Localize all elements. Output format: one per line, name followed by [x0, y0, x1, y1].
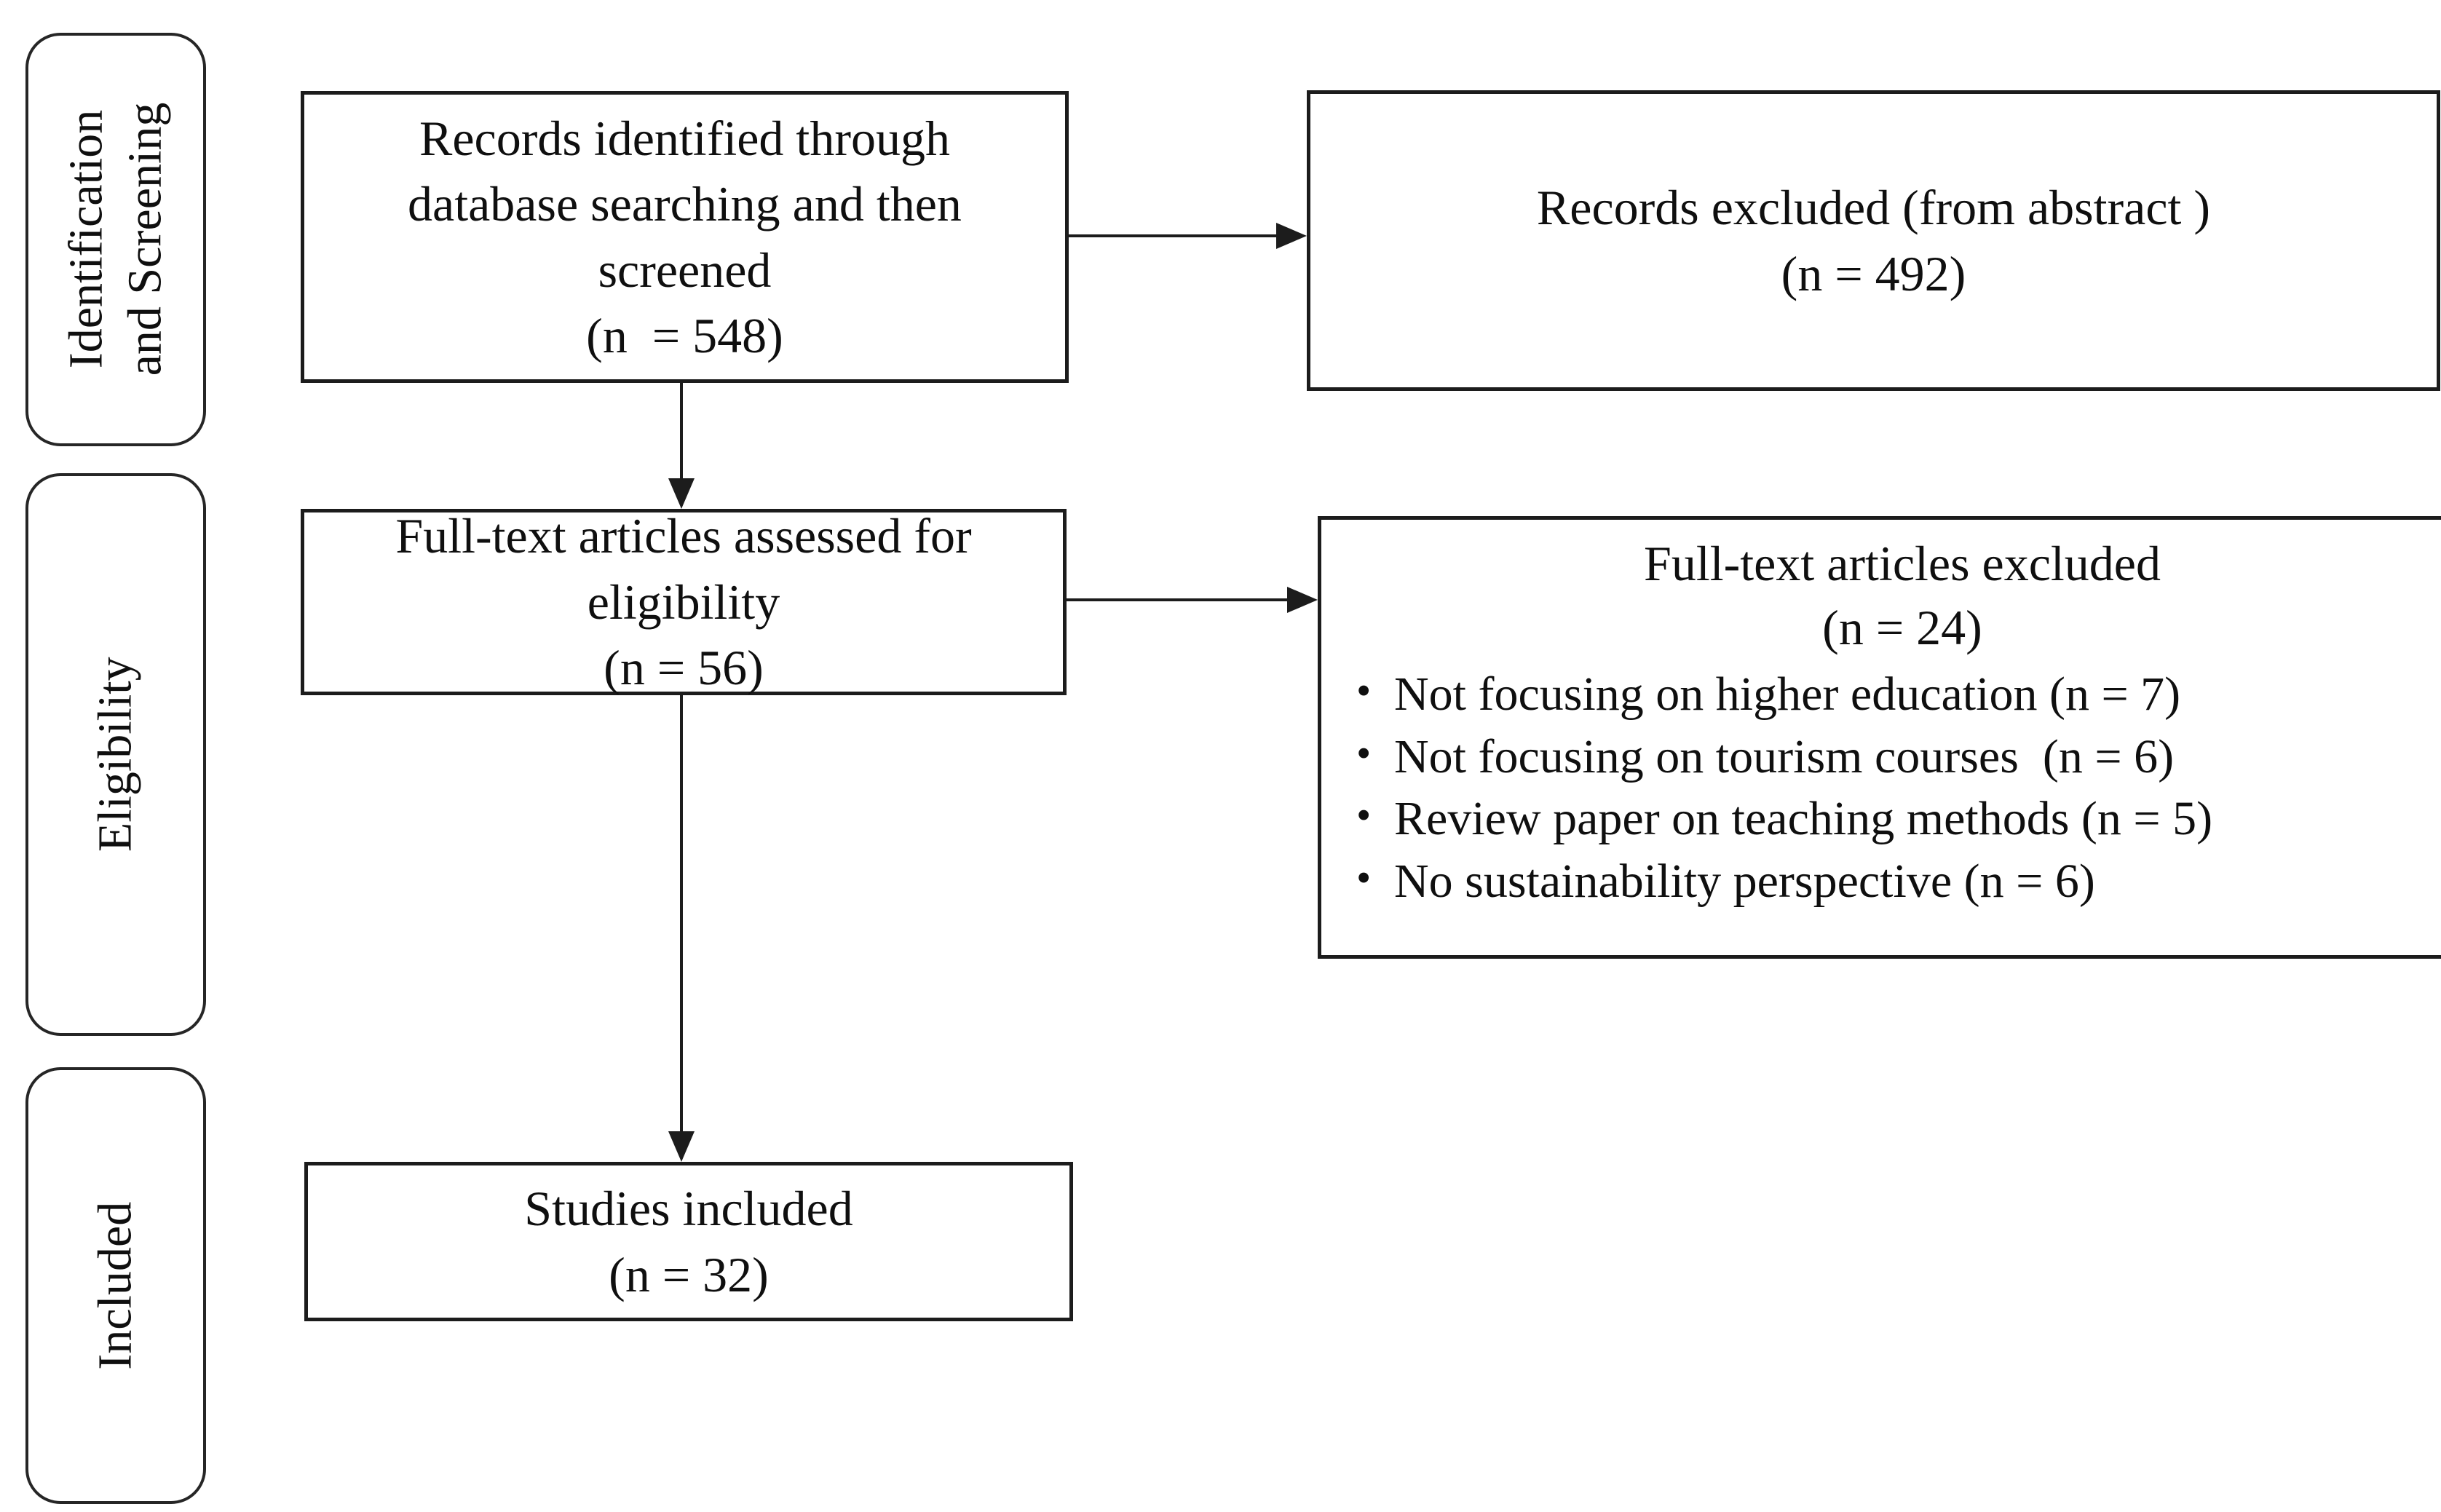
box-fulltext-excluded-title: Full-text articles excluded: [1644, 536, 2161, 591]
box-records-identified-text: Records identified through database sear…: [408, 110, 962, 363]
box-records-excluded-text: Records excluded (from abstract ) (n = 4…: [1536, 180, 2211, 301]
exclusion-reason: • Review paper on teaching methods (n = …: [1346, 788, 2441, 850]
box-fulltext-excluded: Full-text articles excluded (n = 24) • N…: [1318, 516, 2441, 959]
box-fulltext-excluded-count: (n = 24): [1822, 600, 1982, 656]
exclusion-reason-text: No sustainability perspective (n = 6): [1394, 855, 2095, 909]
box-fulltext-assessed-text: Full-text articles assessed for eligibil…: [395, 508, 972, 696]
bullet-icon: •: [1356, 666, 1372, 714]
stage-eligibility-label: Eligibility: [88, 657, 142, 852]
box-records-identified: Records identified through database sear…: [301, 91, 1069, 383]
arrow-identified-to-fulltext-assessed: [668, 376, 695, 509]
exclusion-reason: • No sustainability perspective (n = 6): [1346, 850, 2441, 913]
box-studies-included: Studies included (n = 32): [304, 1162, 1073, 1321]
stage-included-label: Included: [88, 1201, 142, 1370]
box-records-excluded: Records excluded (from abstract ) (n = 4…: [1307, 90, 2440, 391]
stage-identification-screening: Identification and Screening: [25, 33, 206, 446]
arrow-identified-to-records-excluded: [1061, 223, 1307, 249]
stage-identification-screening-label: Identification and Screening: [59, 103, 171, 376]
bullet-icon: •: [1356, 729, 1372, 777]
arrow-assessed-to-studies-included: [668, 688, 695, 1162]
exclusion-reason: • Not focusing on tourism courses (n = 6…: [1346, 726, 2441, 788]
exclusion-reason-text: Not focusing on higher education (n = 7): [1394, 667, 2181, 721]
exclusion-reason-text: Not focusing on tourism courses (n = 6): [1394, 729, 2175, 783]
box-fulltext-assessed: Full-text articles assessed for eligibil…: [301, 508, 1067, 695]
bullet-icon: •: [1356, 791, 1372, 839]
exclusion-reasons-list: • Not focusing on higher education (n = …: [1346, 663, 2441, 913]
stage-included: Included: [25, 1067, 206, 1504]
bullet-icon: •: [1356, 854, 1372, 902]
exclusion-reason: • Not focusing on higher education (n = …: [1346, 663, 2441, 726]
box-studies-included-text: Studies included (n = 32): [524, 1181, 853, 1302]
stage-eligibility: Eligibility: [25, 473, 206, 1036]
exclusion-reason-text: Review paper on teaching methods (n = 5): [1394, 792, 2213, 846]
arrow-assessed-to-fulltext-excluded: [1059, 587, 1318, 613]
